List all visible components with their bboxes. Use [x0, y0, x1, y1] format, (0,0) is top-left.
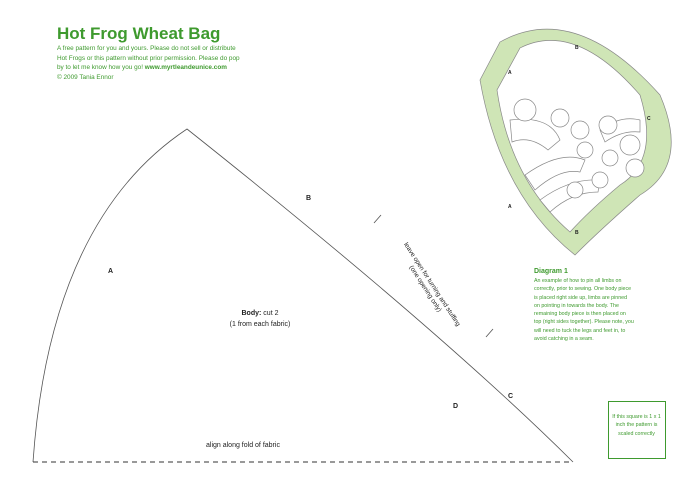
body-title: Body:	[241, 310, 262, 317]
diagram-title: Diagram 1	[534, 268, 568, 275]
pattern-label-c: C	[508, 393, 514, 400]
intro-text: A free pattern for you and yours. Please…	[57, 44, 242, 82]
diagram-label-b2: B	[575, 230, 579, 236]
page-title: Hot Frog Wheat Bag	[57, 25, 220, 43]
title-bold: Hot Frog	[57, 24, 128, 43]
body-cut: cut 2	[263, 310, 279, 317]
copyright: © 2009 Tania Ennor	[57, 73, 114, 81]
title-rest: Wheat Bag	[132, 24, 221, 43]
diagram-foot	[598, 115, 618, 135]
diagram-label-a2: A	[508, 204, 512, 210]
diagram-foot	[601, 149, 619, 167]
body-note: (1 from each fabric)	[229, 321, 291, 328]
diagram-1-figure	[479, 28, 672, 256]
diagram-limb	[509, 118, 561, 151]
scale-square-text: If this square is 1 x 1 inch the pattern…	[612, 414, 661, 437]
body-cut-label: Body: cut 2 (1 from each fabric)	[205, 308, 315, 330]
diagram-label-a: A	[508, 70, 512, 76]
pattern-label-d: D	[453, 403, 459, 410]
scale-square: If this square is 1 x 1 inch the pattern…	[608, 401, 666, 459]
diagram-foot	[591, 171, 609, 189]
intro-body: A free pattern for you and yours. Please…	[57, 45, 240, 72]
pattern-label-a: A	[108, 268, 114, 275]
body-piece-outline	[32, 128, 574, 463]
fold-label: align along fold of fabric	[206, 442, 280, 449]
website-link[interactable]: www.myrtleandeunice.com	[144, 64, 227, 72]
pattern-label-b: B	[306, 195, 312, 202]
diagram-foot	[619, 134, 641, 156]
diagram-foot	[550, 108, 570, 128]
opening-mark-bottom	[485, 328, 494, 338]
diagram-limb	[524, 156, 586, 191]
diagram-foot	[570, 120, 590, 140]
diagram-foot	[566, 181, 584, 199]
diagram-foot	[513, 98, 537, 122]
diagram-label-b: B	[575, 45, 579, 51]
opening-mark-top	[373, 214, 382, 224]
diagram-label-c: C	[647, 116, 651, 122]
diagram-foot	[576, 141, 594, 159]
diagram-foot	[625, 158, 645, 178]
diagram-text: An example of how to pin all limbs on co…	[534, 278, 634, 343]
